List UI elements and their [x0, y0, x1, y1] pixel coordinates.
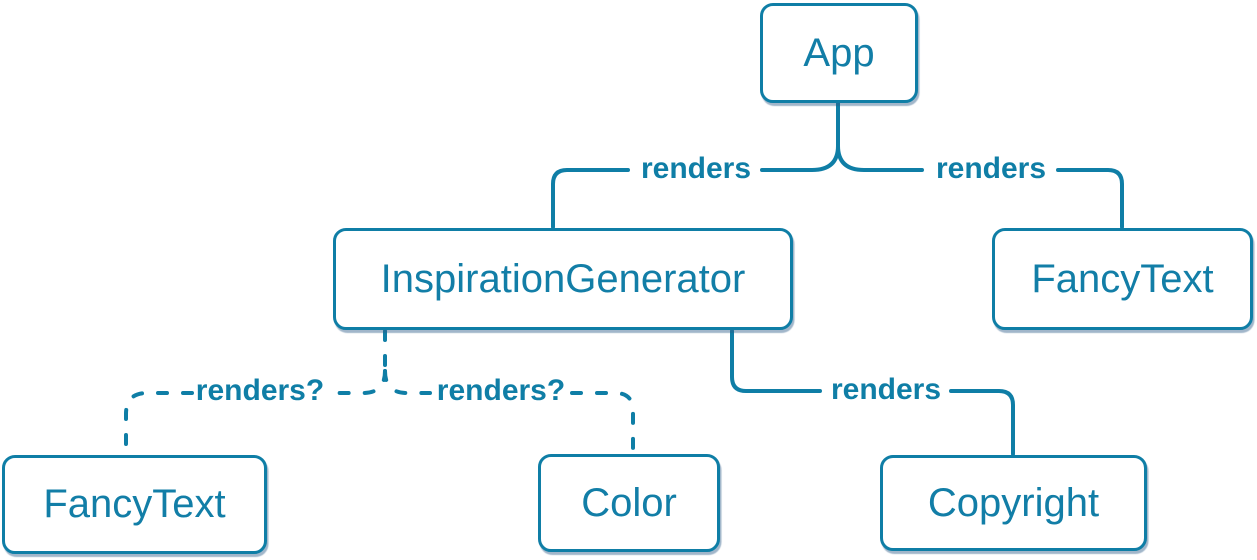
- edge-inspirationgenerator-to-fancytext-drop: [124, 391, 194, 456]
- node-fancytext-top-right: FancyText: [992, 228, 1253, 330]
- node-fancytext-bottom-left: FancyText: [2, 455, 267, 554]
- edge-label-app-inspirationgenerator: renders: [640, 152, 752, 185]
- node-app: App: [760, 3, 918, 103]
- edge-inspirationgenerator-to-color-right-arm: [383, 369, 432, 395]
- node-inspiration-generator: InspirationGenerator: [333, 228, 793, 330]
- node-fancytext-top-right-label: FancyText: [1031, 256, 1214, 301]
- edge-app-to-fancytext-right-arm: [836, 144, 924, 172]
- node-color-label: Color: [581, 480, 677, 525]
- edge-label-app-fancytext: renders: [935, 152, 1047, 185]
- node-copyright-label: Copyright: [927, 480, 1100, 525]
- edge-app-to-inspirationgenerator-left-arm: [760, 144, 840, 172]
- edge-inspirationgenerator-to-copyright-start: [730, 329, 822, 393]
- edge-label-inspirationgenerator-fancytext: renders?: [195, 374, 325, 407]
- node-color: Color: [538, 454, 720, 552]
- edge-inspirationgenerator-to-fancytext-left-arm: [328, 369, 387, 395]
- edge-inspirationgenerator-to-copyright-drop: [949, 389, 1015, 456]
- node-copyright: Copyright: [880, 455, 1147, 551]
- edge-app-to-inspirationgenerator-drop: [551, 168, 630, 229]
- edge-inspirationgenerator-to-color-drop: [570, 391, 635, 455]
- node-fancytext-bottom-left-label: FancyText: [43, 482, 226, 526]
- node-app-label: App: [803, 30, 875, 75]
- edge-label-inspirationgenerator-copyright: renders: [830, 373, 942, 406]
- edge-app-to-fancytext-drop: [1056, 168, 1124, 229]
- node-inspiration-generator-label: InspirationGenerator: [380, 256, 746, 301]
- edge-label-inspirationgenerator-color: renders?: [436, 374, 566, 407]
